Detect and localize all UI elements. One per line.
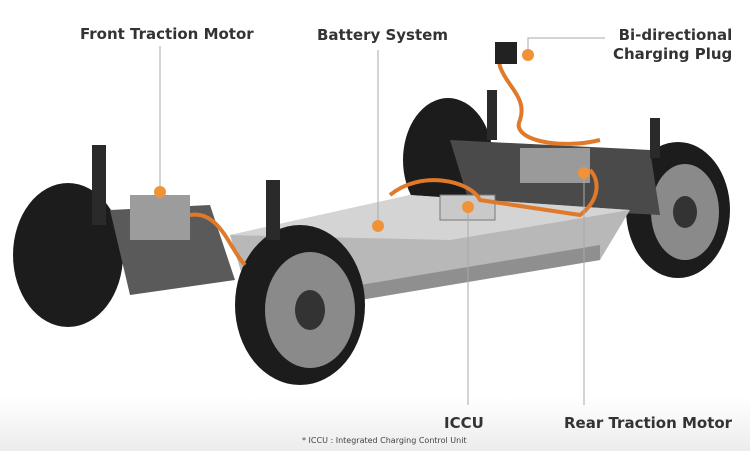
label-iccu: ICCU xyxy=(444,414,484,432)
label-charging-plug-line1: Bi-directional xyxy=(618,26,733,44)
footnote: * ICCU : Integrated Charging Control Uni… xyxy=(302,436,467,445)
label-charging-plug-line2: Charging Plug xyxy=(613,45,733,63)
label-front-traction-motor: Front Traction Motor xyxy=(80,25,254,43)
front-left-wheel xyxy=(13,183,123,327)
marker-front-motor xyxy=(154,186,166,198)
label-battery-system: Battery System xyxy=(317,26,448,44)
orange-cable xyxy=(189,212,247,267)
marker-charging-plug xyxy=(522,49,534,61)
marker-battery xyxy=(372,220,384,232)
label-rear-traction-motor: Rear Traction Motor xyxy=(564,414,733,432)
marker-iccu xyxy=(462,201,474,213)
leader-charging-plug xyxy=(527,37,605,55)
label-charging-plug: Bi-directional Charging Plug xyxy=(613,26,732,64)
marker-rear-motor xyxy=(578,167,590,179)
